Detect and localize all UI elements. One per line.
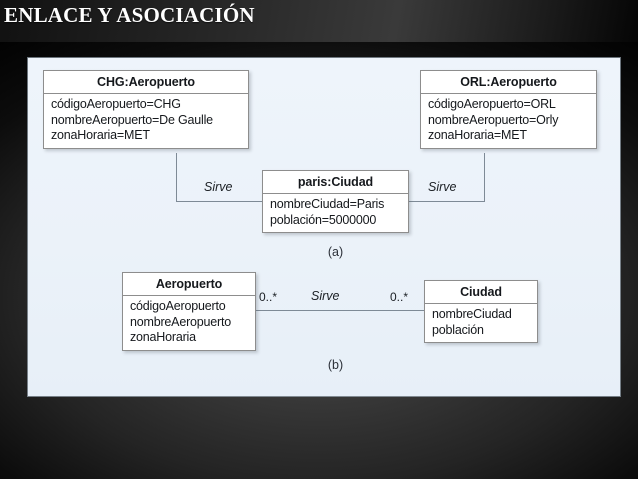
object-name-chg: CHG:Aeropuerto: [44, 71, 248, 94]
attribute-row: códigoAeropuerto=ORL: [428, 97, 556, 111]
figure-caption-b: (b): [327, 358, 344, 372]
link-label-sirve-orl: Sirve: [428, 180, 457, 194]
figure-caption-a: (a): [327, 245, 344, 259]
attribute-row: población=5000000: [270, 212, 377, 227]
attribute-row: población: [432, 322, 484, 337]
page-title: ENLACE Y ASOCIACIÓN: [4, 3, 255, 27]
object-box-orl-aeropuerto[interactable]: ORL:Aeropuerto códigoAeropuerto=ORL nomb…: [420, 70, 597, 149]
attribute-row: nombreAeropuerto=Orly: [428, 112, 559, 127]
link-connector-orl-vertical: [484, 153, 485, 202]
class-name-aeropuerto: Aeropuerto: [123, 273, 255, 296]
object-attributes-paris: nombreCiudad=Paris población=5000000: [263, 194, 408, 232]
title-bar: ENLACE Y ASOCIACIÓN: [0, 0, 638, 42]
link-connector-chg-horizontal: [176, 201, 263, 202]
attribute-row: códigoAeropuerto=CHG: [51, 97, 181, 111]
object-name-orl: ORL:Aeropuerto: [421, 71, 596, 94]
multiplicity-left: 0..*: [259, 290, 278, 304]
object-box-chg-aeropuerto[interactable]: CHG:Aeropuerto códigoAeropuerto=CHG nomb…: [43, 70, 249, 149]
attribute-row: nombreAeropuerto: [130, 314, 232, 329]
object-name-paris: paris:Ciudad: [263, 171, 408, 194]
attribute-row: zonaHoraria: [130, 330, 196, 344]
class-attributes-ciudad: nombreCiudad población: [425, 304, 537, 342]
multiplicity-right: 0..*: [390, 290, 409, 304]
link-connector-orl-horizontal: [408, 201, 485, 202]
class-box-aeropuerto[interactable]: Aeropuerto códigoAeropuerto nombreAeropu…: [122, 272, 256, 351]
attribute-row: nombreCiudad: [432, 307, 512, 321]
class-attributes-aeropuerto: códigoAeropuerto nombreAeropuerto zonaHo…: [123, 296, 255, 350]
figure-panel: Sirve Sirve CHG:Aeropuerto códigoAeropue…: [28, 58, 620, 396]
class-name-ciudad: Ciudad: [425, 281, 537, 304]
attribute-row: nombreCiudad=Paris: [270, 197, 385, 211]
object-attributes-orl: códigoAeropuerto=ORL nombreAeropuerto=Or…: [421, 94, 596, 148]
attribute-row: zonaHoraria=MET: [51, 128, 150, 142]
object-box-paris-ciudad[interactable]: paris:Ciudad nombreCiudad=Paris població…: [262, 170, 409, 233]
attribute-row: códigoAeropuerto: [130, 299, 226, 313]
link-label-sirve-chg: Sirve: [204, 180, 233, 194]
attribute-row: nombreAeropuerto=De Gaulle: [51, 112, 213, 127]
association-line: [255, 310, 425, 311]
object-attributes-chg: códigoAeropuerto=CHG nombreAeropuerto=De…: [44, 94, 248, 148]
attribute-row: zonaHoraria=MET: [428, 128, 527, 142]
class-box-ciudad[interactable]: Ciudad nombreCiudad población: [424, 280, 538, 343]
link-connector-chg-vertical: [176, 153, 177, 202]
association-label-sirve: Sirve: [311, 289, 340, 303]
